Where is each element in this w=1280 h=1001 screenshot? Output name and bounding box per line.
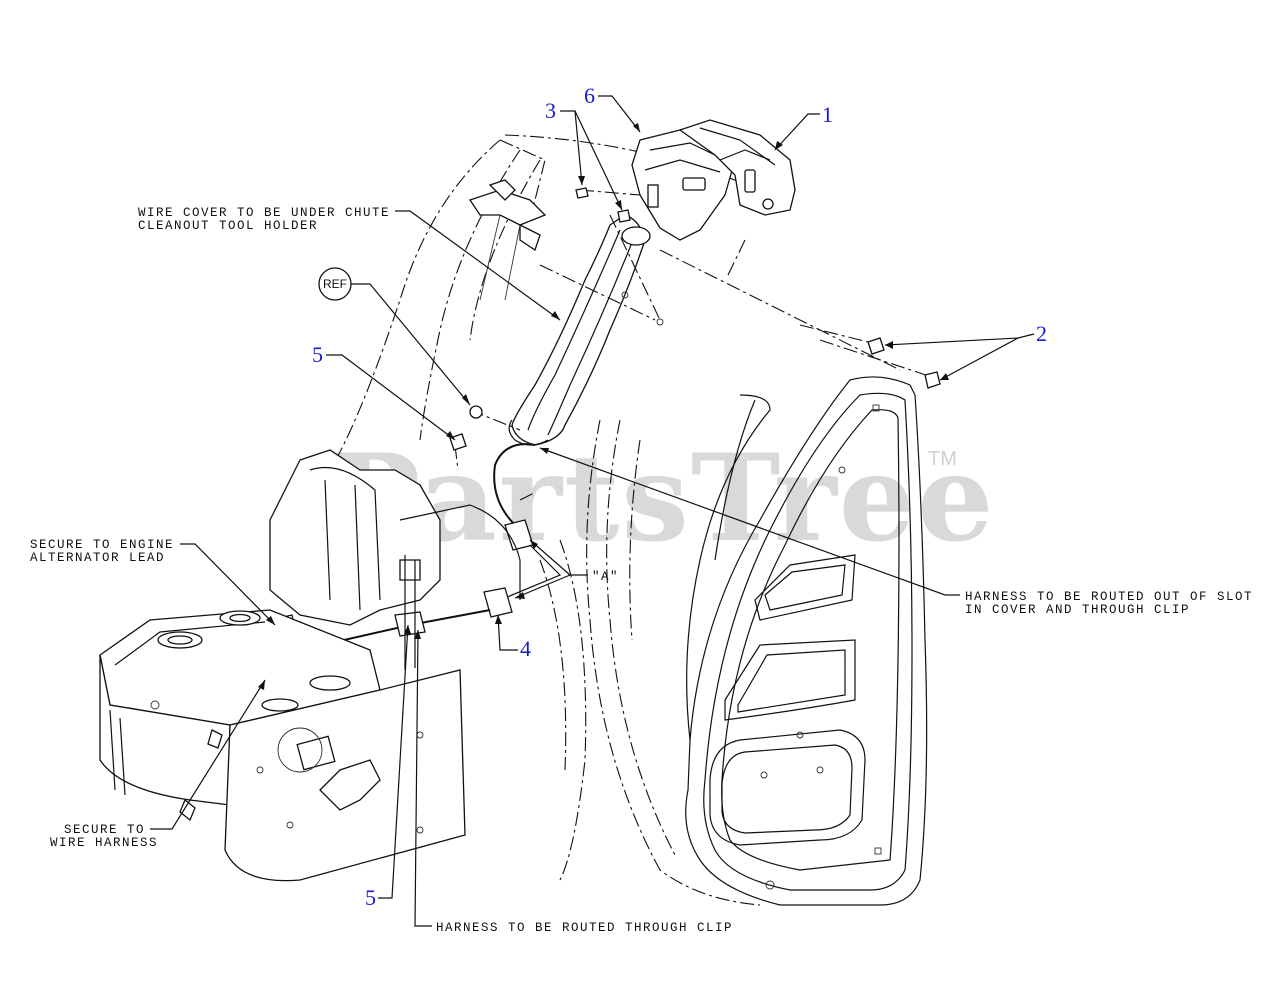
ref-label: REF	[323, 277, 347, 291]
callout-2: 2	[884, 321, 1047, 381]
callout-4: 4	[495, 614, 531, 661]
note-connector-a: "A"	[514, 539, 619, 599]
note-harness-slot-line2: IN COVER AND THROUGH CLIP	[965, 603, 1190, 617]
callout-6-label: 6	[584, 83, 595, 108]
note-wire-harness-line1: SECURE TO	[64, 823, 145, 837]
callout-4-label: 4	[520, 636, 531, 661]
note-harness-slot: HARNESS TO BE ROUTED OUT OF SLOT IN COVE…	[539, 447, 1253, 617]
wire-cover	[508, 214, 664, 446]
ref-marker: REF	[318, 267, 471, 406]
note-wire-cover-line2: CLEANOUT TOOL HOLDER	[138, 219, 318, 233]
note-wire-cover-line1: WIRE COVER TO BE UNDER CHUTE	[138, 206, 390, 220]
callout-5-top: 5	[312, 342, 456, 441]
callout-5-top-label: 5	[312, 342, 323, 367]
light-bar-assembly	[631, 119, 796, 241]
note-engine-alternator: SECURE TO ENGINE ALTERNATOR LEAD	[30, 538, 276, 626]
auger-housing	[539, 394, 771, 906]
callout-5-bottom-label: 5	[365, 885, 376, 910]
callout-5-bottom: 5	[365, 624, 411, 910]
note-engine-line2: ALTERNATOR LEAD	[30, 551, 165, 565]
callout-3-label: 3	[545, 98, 556, 123]
note-wire-harness-line2: WIRE HARNESS	[50, 836, 158, 850]
callout-2-label: 2	[1036, 321, 1047, 346]
note-engine-line1: SECURE TO ENGINE	[30, 538, 174, 552]
engine-housing	[99, 449, 521, 882]
side-panel-right	[685, 376, 928, 906]
callout-1: 1	[774, 102, 833, 151]
note-through-clip: HARNESS TO BE ROUTED THROUGH CLIP	[414, 629, 733, 935]
fasteners	[449, 187, 941, 451]
callout-6: 6	[584, 83, 641, 133]
note-wire-cover: WIRE COVER TO BE UNDER CHUTE CLEANOUT TO…	[138, 206, 561, 321]
callout-3: 3	[545, 98, 623, 211]
note-connector-a-text: "A"	[592, 570, 619, 584]
callout-1-label: 1	[822, 102, 833, 127]
note-through-clip-text: HARNESS TO BE ROUTED THROUGH CLIP	[436, 921, 733, 935]
watermark-trademark: TM	[928, 448, 957, 470]
note-wire-harness: SECURE TO WIRE HARNESS	[50, 679, 266, 850]
note-harness-slot-line1: HARNESS TO BE ROUTED OUT OF SLOT	[965, 590, 1253, 604]
tool-holder-clip	[468, 179, 547, 301]
